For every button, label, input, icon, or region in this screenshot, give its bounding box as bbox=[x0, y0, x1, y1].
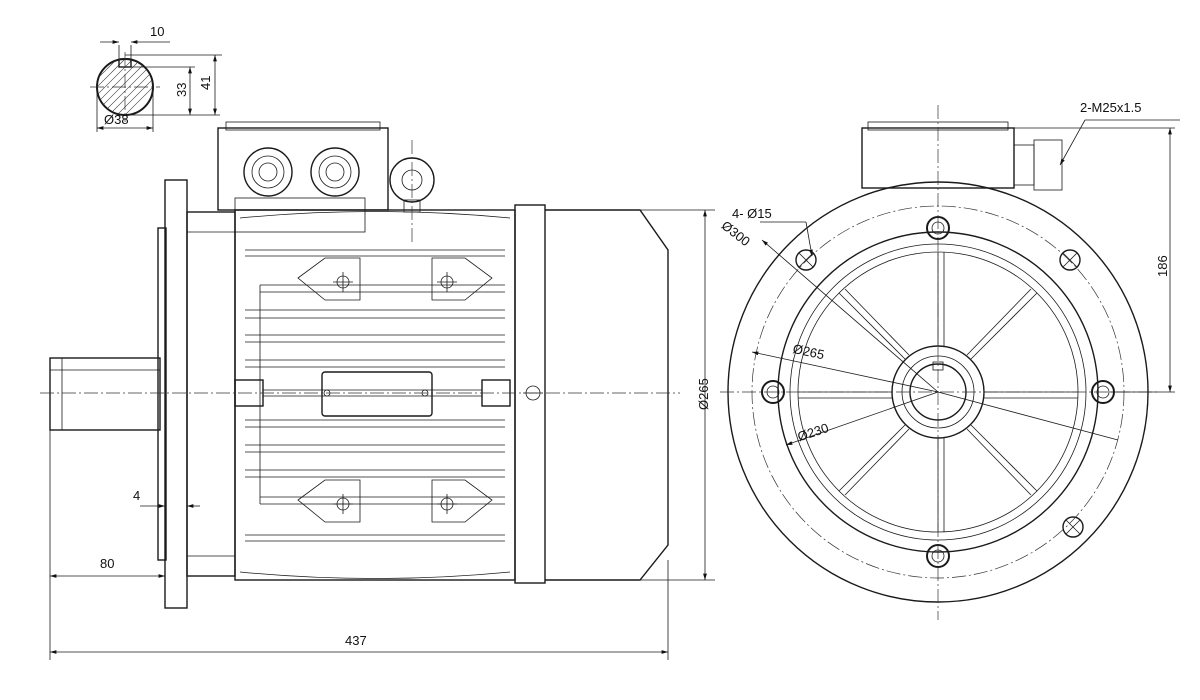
nameplate bbox=[321, 371, 433, 417]
mounting-lugs bbox=[297, 257, 493, 523]
flange-hub bbox=[186, 211, 236, 577]
flange bbox=[164, 179, 188, 609]
shaft bbox=[49, 357, 161, 431]
dim-body-dia: Ø265 bbox=[696, 378, 711, 410]
fan-cover bbox=[545, 209, 669, 581]
flange-holes bbox=[795, 249, 1084, 538]
gland-side bbox=[1033, 139, 1063, 191]
dim-pcd: Ø265 bbox=[791, 341, 825, 362]
shaft-hatch bbox=[97, 59, 153, 115]
dim-shaft-dia: Ø38 bbox=[104, 112, 129, 127]
cable-gland-1 bbox=[243, 147, 293, 197]
shaft-section-view: 10 33 41 Ø38 bbox=[90, 24, 222, 132]
dim-overall-length: 437 bbox=[345, 633, 367, 648]
dim-key-width: 10 bbox=[150, 24, 164, 39]
dim-cable-glands: 2-M25x1.5 bbox=[1080, 100, 1141, 115]
motor-end-view: 4- Ø15 Ø300 Ø265 Ø230 2-M25x1.5 186 bbox=[719, 100, 1180, 620]
dim-terminal-height: 186 bbox=[1155, 255, 1170, 277]
dim-key-depth: 33 bbox=[174, 83, 189, 97]
dim-shaft-height: 41 bbox=[198, 76, 213, 90]
dim-holes: 4- Ø15 bbox=[732, 206, 772, 221]
cooling-fins bbox=[245, 249, 505, 542]
terminal-box bbox=[217, 127, 389, 211]
dim-flange-od: Ø300 bbox=[719, 218, 753, 249]
dim-flange-thk: 4 bbox=[133, 488, 140, 503]
dim-spigot: Ø230 bbox=[796, 420, 831, 444]
flange-spigot bbox=[157, 227, 167, 561]
dim-shaft-length: 80 bbox=[100, 556, 114, 571]
fan-cover-ring bbox=[514, 204, 546, 584]
cable-gland-2 bbox=[310, 147, 360, 197]
motor-side-view: 80 437 4 Ø265 bbox=[40, 121, 715, 660]
motor-body bbox=[234, 209, 516, 581]
